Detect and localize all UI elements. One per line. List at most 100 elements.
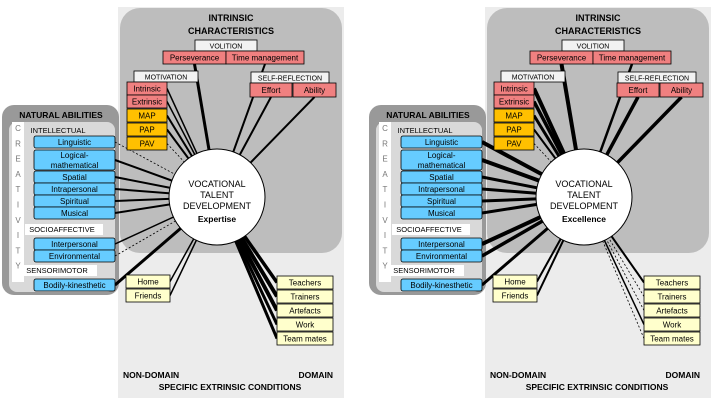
friends-box-box — [125, 288, 171, 303]
time-management-box-box — [225, 50, 305, 65]
creativity-letter: V — [15, 216, 21, 225]
ability-spiritual-box-text: Spiritual — [427, 197, 456, 206]
friends-box: Friends — [125, 288, 171, 303]
teachers-box-box — [643, 275, 701, 290]
creativity-column — [12, 122, 24, 282]
effort-box-box — [616, 82, 660, 98]
ability-logical-mathematical-box: Logical-mathematical — [400, 149, 483, 171]
self-reflection-label: SELF-REFLECTION — [617, 71, 697, 84]
creativity-letter: I — [17, 231, 19, 240]
ability-spatial-box: Spatial — [400, 170, 483, 184]
ability-box: Ability — [292, 82, 337, 98]
pap-box-box — [126, 122, 168, 137]
creativity-letter: A — [382, 170, 388, 179]
ability-intrapersonal-box: Intrapersonal — [400, 182, 483, 196]
ability-bodily-kinesthetic-box-text: Bodily-kinesthetic — [410, 281, 472, 290]
perseverance-box: Perseverance — [162, 50, 227, 65]
ability-box-box — [292, 82, 337, 98]
map-box-box — [493, 108, 535, 123]
creativity-letter: R — [382, 139, 388, 148]
non-domain-label: NON-DOMAIN — [123, 370, 179, 380]
friends-box-text: Friends — [135, 292, 162, 301]
volition-label-text: VOLITION — [577, 44, 610, 51]
socioaffective-label-bg — [25, 224, 103, 235]
center-circle — [535, 148, 633, 246]
ability-intrapersonal-box: Intrapersonal — [33, 182, 116, 196]
ability-environmental-box-text: Environmental — [49, 252, 100, 261]
team-mates-box-text: Team mates — [650, 335, 694, 344]
ability-interpersonal-box: Interpersonal — [33, 237, 116, 251]
artefacts-box: Artefacts — [643, 303, 701, 318]
creativity-letter: I — [384, 201, 386, 210]
ability-logical-mathematical-box-text: Logical- — [427, 151, 455, 160]
creativity-letter: C — [382, 124, 388, 133]
ability-linguistic-box: Linguistic — [33, 135, 116, 149]
extrinsic-caption: SPECIFIC EXTRINSIC CONDITIONS — [159, 382, 302, 392]
ability-intrapersonal-box-text: Intrapersonal — [51, 185, 98, 194]
center-title: TALENT — [567, 190, 601, 200]
ability-box: Ability — [659, 82, 704, 98]
extrinsic-caption: SPECIFIC EXTRINSIC CONDITIONS — [526, 382, 669, 392]
work-box: Work — [643, 317, 701, 332]
teachers-box: Teachers — [276, 275, 334, 290]
work-box-box — [643, 317, 701, 332]
ability-bodily-kinesthetic-box: Bodily-kinesthetic — [400, 278, 483, 292]
ability-musical-box-box — [400, 206, 483, 220]
panel-1: INTRINSICCHARACTERISTICSVOLITIONMOTIVATI… — [2, 7, 344, 398]
sensorimotor-label-bg — [388, 265, 464, 276]
home-box-text: Home — [137, 278, 159, 287]
ability-intrapersonal-box-text: Intrapersonal — [418, 185, 465, 194]
self-reflection-label: SELF-REFLECTION — [250, 71, 330, 84]
creativity-letter: V — [382, 216, 388, 225]
map-box-text: MAP — [505, 112, 522, 121]
ability-environmental-box: Environmental — [33, 249, 116, 263]
ability-interpersonal-box: Interpersonal — [400, 237, 483, 251]
friends-box: Friends — [492, 288, 538, 303]
creativity-column — [379, 122, 391, 282]
pap-box-text: PAP — [139, 126, 154, 135]
intrinsic-box: Intrinsic — [493, 81, 535, 96]
trainers-box-box — [276, 289, 334, 304]
intrinsic-box: Intrinsic — [126, 81, 168, 96]
volition-label: VOLITION — [194, 39, 258, 52]
creativity-letter: R — [15, 139, 21, 148]
creativity-letter: Y — [15, 262, 21, 271]
artefacts-box-box — [643, 303, 701, 318]
effort-box-box — [249, 82, 293, 98]
intrinsic-title: INTRINSIC — [209, 13, 255, 23]
perseverance-box-text: Perseverance — [170, 54, 220, 63]
extrinsic-box: Extrinsic — [126, 94, 168, 109]
natural-abilities-title: NATURAL ABILITIES — [386, 110, 470, 120]
team-mates-box: Team mates — [643, 331, 701, 346]
center-subtitle: Excellence — [562, 214, 606, 224]
pap-box: PAP — [126, 122, 168, 137]
panel-2: INTRINSICCHARACTERISTICSVOLITIONMOTIVATI… — [369, 7, 711, 398]
extrinsic-box-text: Extrinsic — [499, 98, 529, 107]
ability-linguistic-box-box — [33, 135, 116, 149]
ability-spatial-box: Spatial — [33, 170, 116, 184]
intrinsic-title: CHARACTERISTICS — [555, 26, 641, 36]
teachers-box: Teachers — [643, 275, 701, 290]
teachers-box-text: Teachers — [656, 279, 688, 288]
ability-environmental-box-box — [400, 249, 483, 263]
ability-spiritual-box: Spiritual — [400, 194, 483, 208]
sensorimotor-label: SENSORIMOTOR — [393, 266, 455, 275]
ability-logical-mathematical-box-text: mathematical — [51, 161, 99, 170]
ability-bodily-kinesthetic-box: Bodily-kinesthetic — [33, 278, 116, 292]
artefacts-box-text: Artefacts — [656, 307, 688, 316]
team-mates-box-box — [276, 331, 334, 346]
ability-logical-mathematical-box-text: Logical- — [60, 151, 88, 160]
home-box-text: Home — [504, 278, 526, 287]
intrinsic-box-text: Intrinsic — [500, 85, 528, 94]
creativity-letter: C — [15, 124, 21, 133]
ability-linguistic-box-box — [400, 135, 483, 149]
ability-interpersonal-box-text: Interpersonal — [51, 240, 98, 249]
ability-linguistic-box: Linguistic — [400, 135, 483, 149]
motivation-label-text: MOTIVATION — [145, 75, 188, 82]
map-box: MAP — [126, 108, 168, 123]
home-box: Home — [492, 274, 538, 289]
teachers-box-text: Teachers — [289, 279, 321, 288]
time-management-box-box — [592, 50, 672, 65]
pav-box-text: PAV — [507, 140, 522, 149]
time-management-box: Time management — [225, 50, 305, 65]
